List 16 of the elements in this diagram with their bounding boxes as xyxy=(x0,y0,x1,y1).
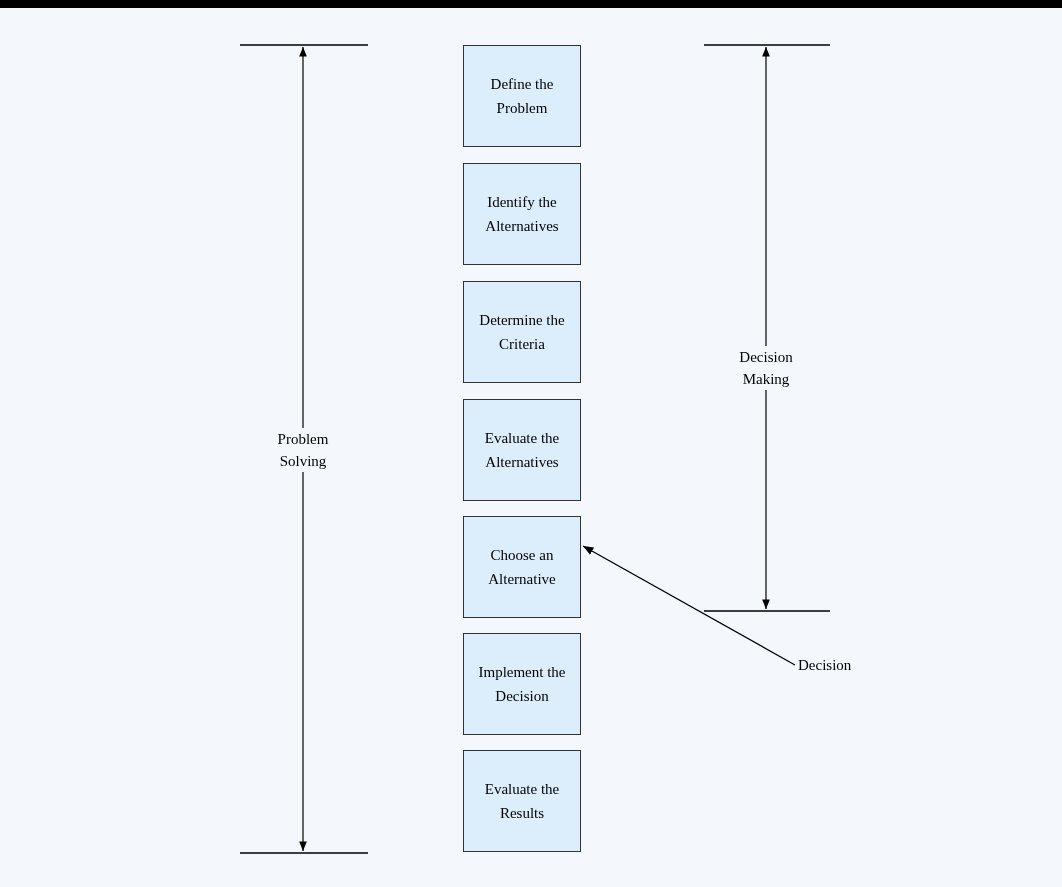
process-box xyxy=(463,45,581,147)
process-box xyxy=(463,633,581,735)
box-label: Evaluate the Results xyxy=(483,780,561,823)
process-box xyxy=(463,516,581,618)
callout-label: Decision xyxy=(798,654,852,676)
box-label: Determine the Criteria xyxy=(478,311,566,354)
box-label: Define the Problem xyxy=(489,75,555,118)
process-box xyxy=(463,281,581,383)
process-box xyxy=(463,163,581,265)
box-label: Implement the Decision xyxy=(477,663,567,706)
process-box xyxy=(463,399,581,501)
process-box xyxy=(463,750,581,852)
box-label: Choose an Alternative xyxy=(487,546,557,589)
leader-line xyxy=(582,545,796,666)
box-label: Identify the Alternatives xyxy=(484,193,560,236)
box-label: Evaluate the Alternatives xyxy=(483,429,561,472)
